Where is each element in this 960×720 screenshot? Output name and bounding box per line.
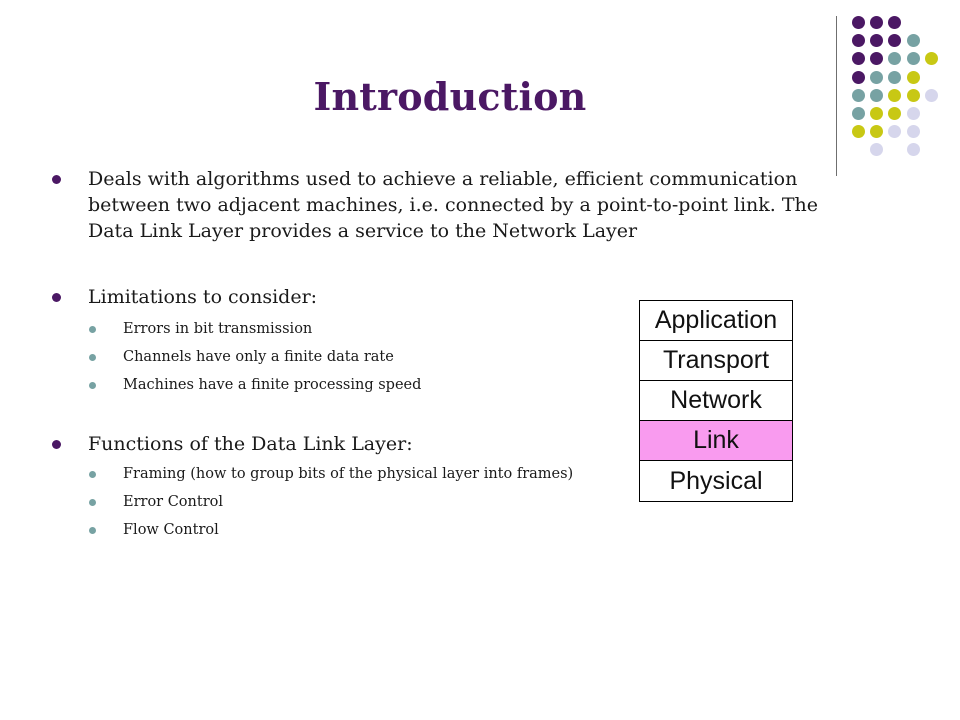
bullet-text: Limitations to consider:: [88, 286, 318, 308]
sub-bullet-item: Channels have only a finite data rate: [48, 348, 848, 366]
sub-bullet-text: Channels have only a finite data rate: [123, 349, 394, 365]
decorative-dot: [870, 52, 884, 66]
decorative-dot: [888, 70, 902, 84]
sub-bullet-item: Machines have a finite processing speed: [48, 376, 848, 394]
decorative-dot: [852, 70, 865, 84]
sub-bullet-dot-icon: [89, 471, 96, 478]
sub-bullet-dot-icon: [89, 354, 96, 361]
bullet-dot-icon: [52, 440, 61, 449]
decorative-dot: [852, 88, 865, 102]
decorative-dot: [870, 34, 884, 48]
sub-bullet-text: Error Control: [123, 494, 224, 510]
decorative-dot: [888, 107, 902, 120]
bullet-text: Functions of the Data Link Layer:: [88, 433, 413, 455]
bullet-item: Limitations to consider:: [48, 284, 848, 310]
decorative-dot: [888, 88, 902, 102]
sub-bullet-item: Errors in bit transmission: [48, 320, 848, 338]
sub-bullet-text: Errors in bit transmission: [123, 321, 313, 337]
decorative-dot: [906, 34, 920, 48]
decorative-dot-grid: [850, 16, 945, 157]
sub-bullet-dot-icon: [89, 326, 96, 333]
decorative-dot: [870, 88, 884, 102]
sub-bullet-dot-icon: [89, 527, 96, 534]
decorative-dot: [870, 125, 884, 139]
decorative-dot: [906, 70, 920, 84]
decorative-dot: [906, 107, 920, 120]
decorative-dot: [906, 125, 920, 139]
bullet-item: Functions of the Data Link Layer:: [48, 431, 848, 457]
sub-bullet-dot-icon: [89, 382, 96, 389]
decorative-dot: [852, 34, 865, 48]
bullet-item: Deals with algorithms used to achieve a …: [48, 166, 848, 244]
bullet-dot-icon: [52, 175, 61, 184]
decorative-dot: [888, 125, 902, 139]
decorative-dot: [852, 16, 865, 29]
protocol-layer-stack: Application Transport Network Link Physi…: [639, 300, 793, 502]
bullet-text: Deals with algorithms used to achieve a …: [88, 168, 819, 242]
decorative-dot: [870, 70, 884, 84]
decorative-dot: [924, 52, 938, 66]
sub-bullet-text: Flow Control: [123, 522, 219, 538]
decorative-dot: [870, 107, 884, 120]
decorative-dot: [852, 52, 865, 66]
decorative-dot: [906, 52, 920, 66]
layer-link: Link: [640, 421, 792, 461]
decorative-dot: [888, 16, 902, 29]
decorative-dot: [906, 88, 920, 102]
sub-bullet-item: Error Control: [48, 493, 848, 511]
decorative-dot: [924, 88, 938, 102]
layer-application: Application: [640, 301, 792, 341]
sub-bullet-text: Framing (how to group bits of the physic…: [123, 466, 574, 482]
slide-title: Introduction: [313, 74, 587, 119]
slide-body: Deals with algorithms used to achieve a …: [48, 166, 848, 539]
layer-transport: Transport: [640, 341, 792, 381]
decorative-dot: [888, 34, 902, 48]
layer-physical: Physical: [669, 466, 763, 495]
decorative-dot: [852, 125, 865, 139]
decorative-dot: [906, 143, 920, 157]
decorative-dot: [852, 107, 865, 120]
sub-bullet-item: Flow Control: [48, 521, 848, 539]
sub-bullet-item: Framing (how to group bits of the physic…: [48, 465, 848, 483]
sub-bullet-dot-icon: [89, 499, 96, 506]
decorative-vertical-line: [836, 16, 837, 176]
sub-bullet-text: Machines have a finite processing speed: [123, 377, 422, 393]
bullet-dot-icon: [52, 293, 61, 302]
decorative-dot: [870, 143, 884, 157]
decorative-dot: [870, 16, 884, 29]
decorative-dot: [888, 52, 902, 66]
layer-network: Network: [640, 381, 792, 421]
